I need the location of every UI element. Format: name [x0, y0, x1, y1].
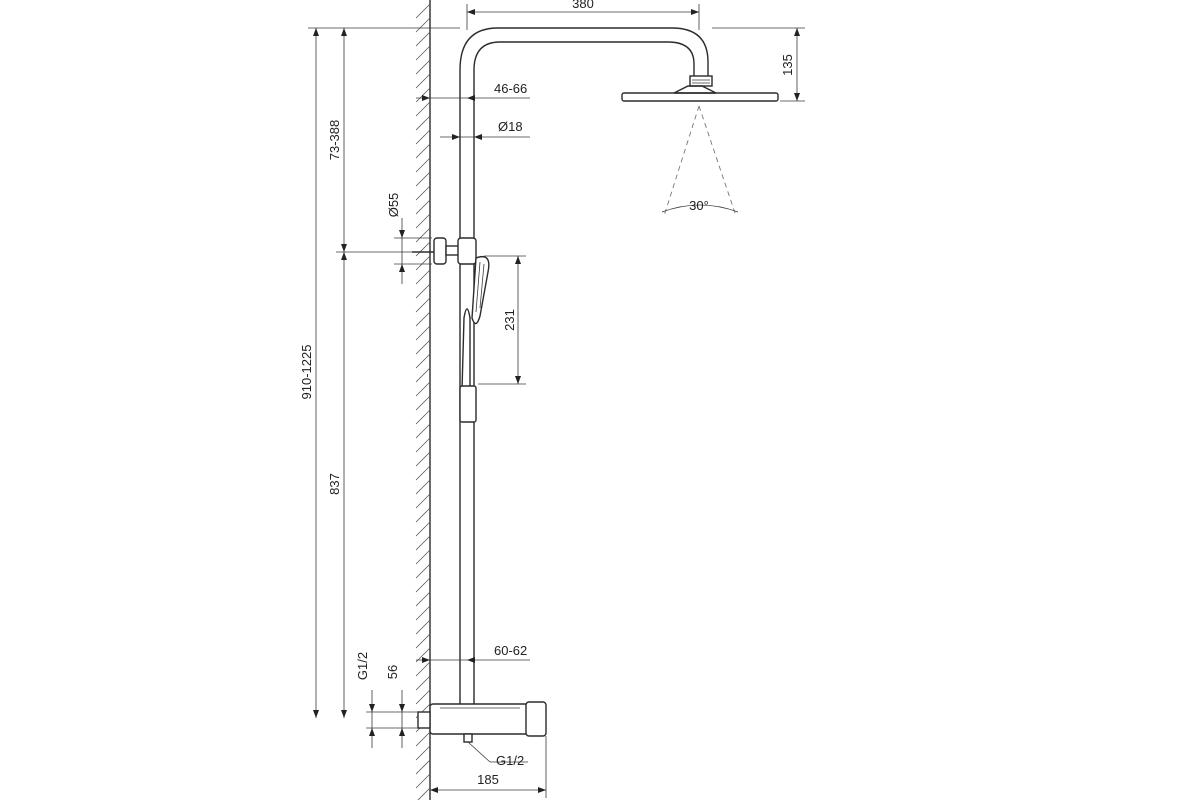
hatch-line	[415, 297, 431, 313]
label-outlet-thread: G1/2	[496, 753, 524, 768]
dim-total-height: 910-1225	[299, 27, 460, 718]
spray-cone	[661, 105, 739, 217]
hatch-line	[415, 269, 431, 285]
hatch-line	[415, 17, 431, 33]
hand-shower	[459, 255, 490, 423]
hatch-line	[415, 157, 431, 173]
hatch-line	[415, 773, 431, 789]
hatch-line	[415, 759, 431, 775]
label-pipe-diameter: Ø18	[498, 119, 523, 134]
label-handshower-length: 231	[502, 309, 517, 331]
wall-bracket	[412, 237, 477, 265]
hatch-line	[415, 199, 431, 215]
shower-head	[621, 75, 779, 102]
label-wall-offset-bottom: 60-62	[494, 643, 527, 658]
label-bracket-diameter: Ø55	[386, 193, 401, 218]
hatch-line	[415, 59, 431, 75]
label-upper-length: 73-388	[327, 120, 342, 160]
dim-spacing: 56	[385, 665, 418, 748]
hatch-line	[415, 521, 431, 537]
hatch-line	[415, 381, 431, 397]
dim-wall-offset-top: 46-66	[416, 81, 530, 101]
hatch-line	[415, 591, 431, 607]
hatch-line	[417, 787, 431, 800]
hatch-line	[415, 185, 431, 201]
label-inlet-thread: G1/2	[355, 652, 370, 680]
hatch-line	[415, 549, 431, 565]
hatch-line	[415, 577, 431, 593]
hatch-line	[415, 87, 431, 103]
hatch-line	[415, 339, 431, 355]
label-lower-length: 837	[327, 473, 342, 495]
hatch-line	[415, 171, 431, 187]
dim-bracket-diameter: Ø55	[386, 193, 432, 284]
dim-wall-offset-bottom: 60-62	[416, 643, 530, 663]
dim-outlet-thread: G1/2	[467, 741, 528, 768]
hatch-line	[415, 479, 431, 495]
hatch-line	[415, 731, 431, 747]
dim-handshower-length: 231	[478, 255, 526, 385]
hatch-line	[415, 465, 431, 481]
label-spray-angle: 30°	[689, 198, 709, 213]
label-mixer-depth: 185	[477, 772, 499, 787]
hatch-line	[415, 115, 431, 131]
hatch-line	[415, 437, 431, 453]
hatch-line	[415, 745, 431, 761]
hatch-line	[415, 633, 431, 649]
hatch-line	[415, 395, 431, 411]
hatch-line	[415, 3, 431, 19]
hatch-line	[415, 605, 431, 621]
hatch-line	[415, 409, 431, 425]
label-spacing: 56	[385, 665, 400, 679]
dimensions: 380 135 46-66 Ø18 910-1225	[299, 0, 805, 798]
dim-lower-length: 837	[327, 251, 420, 718]
hatch-line	[415, 101, 431, 117]
hatch-line	[415, 227, 431, 243]
hatch-line	[415, 493, 431, 509]
hatch-line	[415, 143, 431, 159]
dim-pipe-diameter: Ø18	[440, 119, 530, 140]
wall	[415, 0, 431, 800]
dim-upper-length: 73-388	[327, 28, 347, 252]
dim-inlet-thread: G1/2	[355, 652, 396, 748]
hatch-line	[415, 535, 431, 551]
hatch-line	[415, 563, 431, 579]
hatch-line	[415, 661, 431, 677]
hatch-line	[415, 213, 431, 229]
hatch-line	[415, 255, 431, 271]
hatch-line	[415, 45, 431, 61]
hatch-line	[415, 507, 431, 523]
dim-mixer-depth: 185	[430, 736, 547, 798]
label-head-height: 135	[780, 54, 795, 76]
hatch-line	[415, 619, 431, 635]
thermostatic-mixer	[417, 701, 547, 743]
hatch-line	[415, 31, 431, 47]
label-arm-length: 380	[572, 0, 594, 11]
wall-hatching	[415, 3, 431, 800]
dim-arm-length: 380	[466, 0, 700, 30]
hatch-line	[415, 451, 431, 467]
hatch-line	[415, 675, 431, 691]
hatch-line	[415, 129, 431, 145]
label-total-height: 910-1225	[299, 345, 314, 400]
hatch-line	[415, 73, 431, 89]
hatch-line	[415, 423, 431, 439]
hatch-line	[415, 241, 431, 257]
hatch-line	[415, 283, 431, 299]
hatch-line	[415, 311, 431, 327]
hatch-line	[415, 689, 431, 705]
label-wall-offset-top: 46-66	[494, 81, 527, 96]
dim-head-height: 135	[712, 27, 805, 102]
hatch-line	[415, 325, 431, 341]
hatch-line	[415, 367, 431, 383]
hatch-line	[415, 353, 431, 369]
